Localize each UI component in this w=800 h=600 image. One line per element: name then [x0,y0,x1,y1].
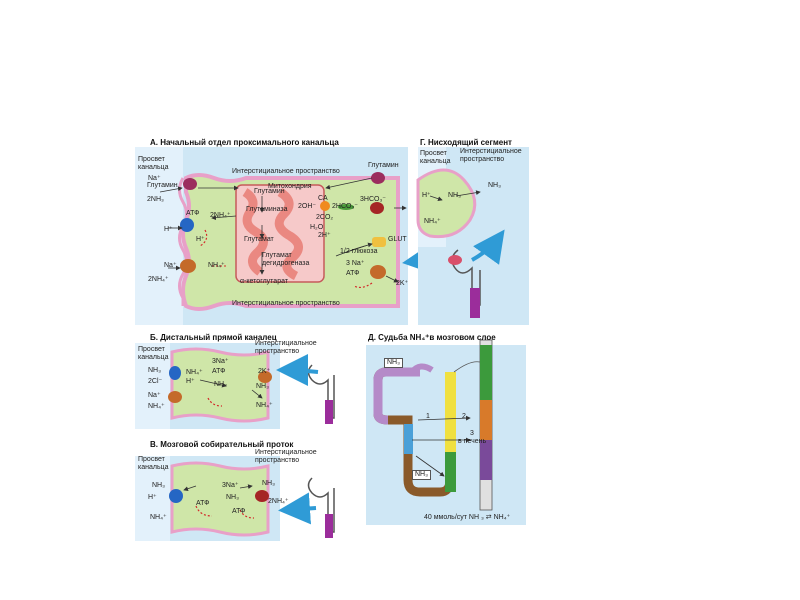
panel-a-three-na: 3 Na⁺ [346,260,365,267]
panel-g-interstitial: Интерстициальное пространство [460,148,522,163]
panel-d-footer: 40 ммоль/сут NH ₃ ⇄ NH₄⁺ [424,514,511,521]
panel-a-h2: H⁺ [196,236,205,243]
transporter-na-nh4 [180,259,196,273]
panel-b-atp: АТФ [212,368,226,375]
panel-a-h1: H⁺ [164,226,173,233]
panel-a-na: Na⁺ [148,175,161,182]
panel-a-akg: α-кетоглутарат [240,278,289,285]
panel-a-two-k: 2K⁺ [396,280,409,287]
panel-b-nh3-m: NH₃ [214,381,227,388]
panel-b-two-cl: 2Cl⁻ [148,378,163,385]
panel-a-na2: Na⁺ [164,262,177,269]
panel-v-nh4: NH₄⁺ [150,514,167,521]
panel-a-lumen-label: Просвет канальца [138,156,169,171]
panel-b-title: Б. Дистальный прямой каналец [150,333,277,342]
transporter-glut [372,237,386,247]
panel-a-two-oh: 2OH⁻ [298,203,317,210]
panel-a-title: А. Начальный отдел проксимального каналь… [150,138,339,147]
panel-a-glutamine-r: Глутамин [368,162,399,169]
panel-a-two-hco3: 2HCO₃⁻ [332,203,358,210]
panel-g-lumen-label: Просвет канальца [420,150,451,165]
panel-b-na: Na⁺ [148,392,161,399]
panel-b-nh4-b: NH₄⁺ [148,403,165,410]
panel-a-gdh: Глутамат дегидрогеназа [262,252,310,267]
panel-d-n3: 3 [470,430,474,437]
panel-b-nh4-r: NH₄⁺ [256,402,273,409]
panel-a-nh4: NH₄⁺ [208,262,225,269]
panel-b-nh4: NH₄⁺ [186,369,203,376]
panel-d-nh3-top: NH₃ [384,358,403,368]
panel-a-atp: АТФ [186,210,200,217]
panel-a-lumen-bg [135,147,183,325]
panel-d-n1: 1 [426,413,430,420]
panel-a-glutamine-m: Глутамин [254,188,285,195]
panel-g-cell [416,168,477,239]
panel-a-interstitial-bottom: Интерстициальное пространство [232,300,340,307]
panel-a-two-nh4-b: 2NH₄⁺ [148,276,169,283]
panel-v [135,456,335,541]
panel-a-two-h: 2H⁺ [318,232,331,239]
panel-a-two-nh3: 2NH₃ [147,196,164,203]
panel-v-nh3-r: NH₃ [262,480,275,487]
panel-g [416,147,529,325]
panel-v-nh3-m: NH₃ [226,494,239,501]
panel-g-nh3: NH₃ [448,192,461,199]
panel-b [135,343,335,429]
panel-v-h: H⁺ [148,494,157,501]
panel-a-three-hco3: 3HCO₃⁻ [360,196,386,203]
transporter-na-hco3 [370,202,384,214]
panel-v-cell [170,461,270,537]
panel-b-nh3: NH₃ [148,367,161,374]
panel-a-half-glucose: 1/2 глюкоза [340,248,378,255]
panel-g-h: H⁺ [422,192,431,199]
panel-a-atp2: АТФ [346,270,360,277]
panel-g-title: Г. Нисходящий сегмент [420,138,512,147]
panel-v-nh3: NH₃ [152,482,165,489]
panel-a-glutamine-l: Глутамин [147,182,178,189]
panel-d-nh3-bottom: NH₃ [412,470,431,480]
panel-a-two-nh4: 2NH₄⁺ [210,212,231,219]
panel-d [366,339,526,525]
panel-g-nh4: NH₄⁺ [424,218,441,225]
panel-a-ca: CA [318,195,328,202]
panel-d-title: Д. Судьба NH₄⁺в мозговом слое [368,333,496,342]
panel-a-two-co2: 2CO₂ [316,214,334,221]
panel-b-lumen-label: Просвет канальца [138,346,169,361]
transporter-h [180,218,194,232]
panel-a-glut: GLUT [388,236,407,243]
panel-v-two-nh4: 2NH₄⁺ [268,498,289,505]
panel-v-atp2: АТФ [232,508,246,515]
panel-d-liver: в печень [458,438,487,445]
panel-b-nh3-r: NH₃ [256,383,269,390]
panel-a-glutaminase: Глутаминаза [246,206,288,213]
panel-v-interstitial: Интерстициальное пространство [255,449,317,464]
panel-a [135,147,408,325]
panel-v-atp: АТФ [196,500,210,507]
panel-v-title: В. Мозговой собирательный проток [150,440,294,449]
transporter-glutamine-r [371,172,385,184]
arrow-to-panel-g [471,229,505,265]
panel-b-two-k: 2K⁺ [258,368,271,375]
panel-g-nh3-r: NH₃ [488,182,501,189]
panel-a-h2o: H₂O [310,224,324,231]
transporter-na-k-atpase [370,265,386,279]
panel-b-h: H⁺ [186,378,195,385]
panel-v-lumen-label: Просвет канальца [138,456,169,471]
carbonic-anhydrase [320,201,330,211]
panel-a-glutamate: Глутамат [244,236,274,243]
panel-d-n2: 2 [462,413,466,420]
panel-b-three-na: 3Na⁺ [212,358,229,365]
panel-b-interstitial: Интерстициальное пространство [255,340,317,355]
panel-v-three-na: 3Na⁺ [222,482,239,489]
panel-a-mito-label: Митохондрия [268,183,312,190]
panel-a-interstitial-top: Интерстициальное пространство [232,168,340,175]
transporter-na-glutamine-l [183,178,197,190]
